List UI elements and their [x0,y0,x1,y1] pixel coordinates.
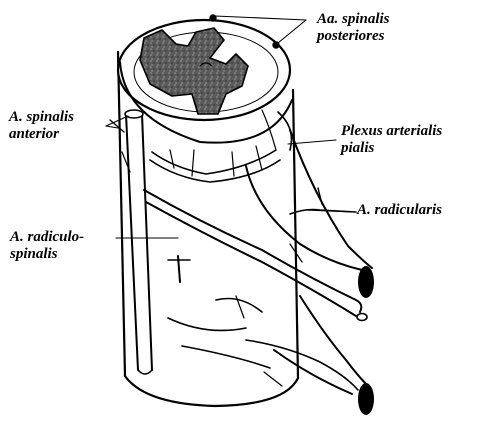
label-line: Plexus arterialis [341,123,442,140]
label-a-radiculo-spinalis: A. radiculo- spinalis [10,229,84,263]
label-line: spinalis [10,246,84,263]
spinal-cord-outline [118,52,125,376]
label-line: anterior [9,126,74,143]
label-a-spinalis-anterior: A. spinalis anterior [9,109,74,143]
label-line: A. radiculo- [10,229,84,246]
pial-arterial-plexus [150,110,292,182]
label-line: Aa. spinalis [317,11,390,28]
label-line: posteriores [317,28,390,45]
label-line: A. radicularis [357,202,442,219]
label-plexus-arterialis-pialis: Plexus arterialis pialis [341,123,442,157]
label-aa-spinalis-posteriores: Aa. spinalis posteriores [317,11,390,45]
label-a-radicularis: A. radicularis [357,202,442,219]
radicular-artery [290,188,356,214]
anterior-spinal-artery [125,110,152,374]
label-line: pialis [341,140,442,157]
label-line: A. spinalis [9,109,74,126]
upper-root-cut-end [358,266,374,298]
lower-root-cut-end [358,383,374,415]
